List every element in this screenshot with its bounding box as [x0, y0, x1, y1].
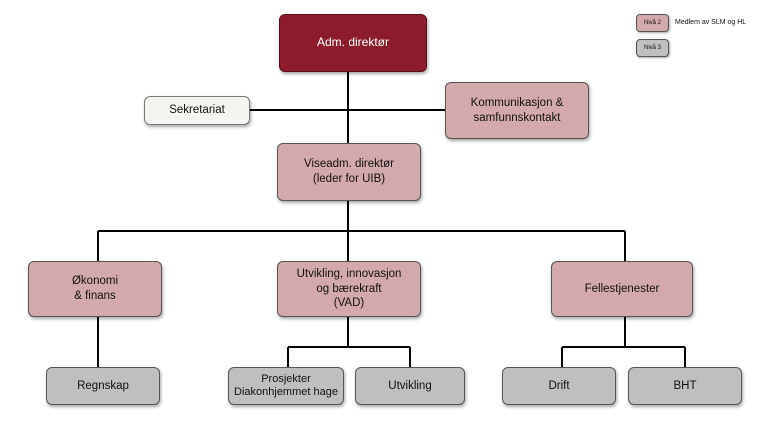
node-bht: BHT [628, 367, 742, 405]
node-sekretariat: Sekretariat [144, 96, 250, 125]
node-utvikling: Utvikling [355, 367, 465, 405]
node-regnskap-label: Regnskap [77, 379, 129, 392]
node-kommunikasjon: Kommunikasjon & samfunnskontakt [445, 82, 589, 139]
node-fellestjenester: Fellestjenester [551, 261, 693, 317]
node-drift: Drift [502, 367, 616, 405]
node-drift-label: Drift [548, 379, 570, 392]
node-adm-direktor: Adm. direktør [279, 14, 427, 72]
node-okonomi: Økonomi & finans [28, 261, 162, 317]
node-adm-direktor-label: Adm. direktør [316, 35, 389, 50]
node-prosjekter: Prosjekter Diakonhjemmet hage [228, 367, 344, 405]
node-regnskap: Regnskap [46, 367, 160, 405]
node-utvikling-label: Utvikling [388, 379, 432, 392]
node-vad: Utvikling, innovasjon og bærekraft (VAD) [277, 261, 421, 317]
legend-level2-swatch: Nivå 2 [636, 14, 669, 32]
node-viseadm-direktor-label: Viseadm. direktør (leder for UIB) [304, 158, 394, 185]
node-fellestjenester-label: Fellestjenester [584, 282, 660, 295]
legend-level3-label: Nivå 3 [643, 45, 661, 51]
legend-level3-swatch: Nivå 3 [636, 39, 669, 57]
node-bht-label: BHT [673, 379, 697, 392]
legend-level2-label: Nivå 2 [643, 20, 661, 26]
node-sekretariat-label: Sekretariat [169, 104, 225, 117]
node-viseadm-direktor: Viseadm. direktør (leder for UIB) [277, 143, 421, 201]
node-kommunikasjon-label: Kommunikasjon & samfunnskontakt [470, 96, 564, 124]
node-okonomi-label: Økonomi & finans [71, 275, 119, 302]
node-vad-label: Utvikling, innovasjon og bærekraft (VAD) [296, 267, 402, 310]
node-prosjekter-label: Prosjekter Diakonhjemmet hage [234, 372, 338, 398]
legend-level2-text: Medlem av SLM og HL [675, 19, 747, 26]
